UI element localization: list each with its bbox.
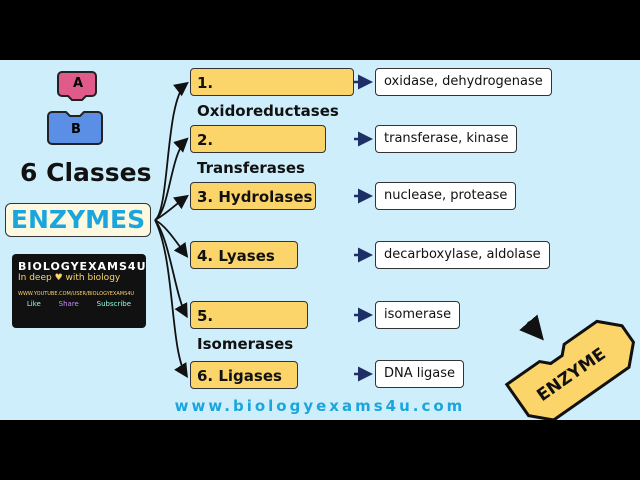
connectors [47, 71, 636, 420]
class-box-1: 1. Oxidoreductases [190, 68, 354, 120]
example-box-3: nuclease, protease [375, 182, 517, 210]
enzymes-label: ENZYMES [5, 203, 151, 237]
class-box-3: 3. Hydrolases [190, 182, 316, 210]
logo-url: WWW.YOUTUBE.COM/USER/BIOLOGYEXAMS4U [18, 291, 135, 297]
class-box-2: 2. Transferases [190, 125, 326, 177]
example-box-5: isomerase [375, 301, 461, 329]
connector-5 [154, 219, 188, 319]
connector-2 [154, 137, 189, 221]
example-box-2: transferase, kinase [375, 125, 518, 153]
connector-4 [154, 219, 189, 258]
class-box-6: 6. Ligases [190, 361, 298, 389]
diagram-canvas: A B 6 Classes ENZYMES BIOLOGYEXAMS4U In … [0, 60, 640, 420]
logo-name: BIOLOGYEXAMS4U [18, 260, 147, 273]
channel-logo[interactable]: BIOLOGYEXAMS4U In deep ♥ with biology WW… [12, 254, 146, 328]
share-label: Share [58, 300, 79, 308]
badge-a: A [73, 76, 84, 91]
example-box-6: DNA ligase [375, 360, 464, 388]
enzyme-arrow-icon [519, 314, 544, 341]
subscribe-label: Subscribe [96, 300, 132, 308]
ab-binding-icon [47, 71, 103, 145]
connector-1 [154, 81, 189, 221]
class-box-4: 4. Lyases [190, 241, 298, 269]
like-label: Like [26, 300, 41, 308]
badge-b: B [71, 122, 81, 137]
example-box-4: decarboxylase, aldolase [375, 241, 550, 269]
logo-tagline: In deep ♥ with biology [18, 273, 121, 283]
example-box-1: oxidase, dehydrogenase [375, 68, 552, 96]
class-box-5: 5. Isomerases [190, 301, 308, 353]
website-link: www.biologyexams4u.com [174, 397, 466, 415]
connector-3 [154, 194, 189, 221]
page-title: 6 Classes [20, 158, 152, 187]
enzyme-graphic [504, 319, 636, 420]
connector-6 [154, 219, 188, 379]
